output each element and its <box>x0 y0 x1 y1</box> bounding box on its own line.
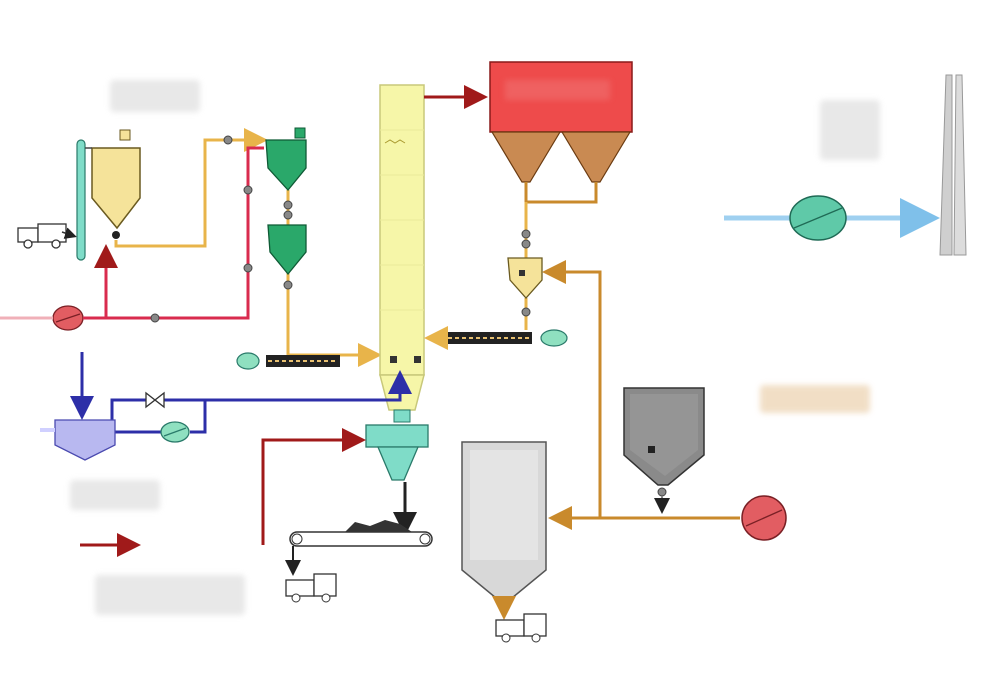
red-line-valves <box>150 185 253 323</box>
fan-icon-right <box>741 495 787 541</box>
screw-conveyor-left <box>236 352 340 370</box>
filter-return-line <box>524 182 598 204</box>
truck-icon-silo <box>495 613 547 643</box>
air-line-brown <box>542 260 740 530</box>
truck-icon <box>17 223 67 249</box>
green-hopper-top <box>265 127 307 191</box>
fan-icon-id <box>789 195 847 241</box>
water-tank <box>40 419 116 461</box>
flue-gas-inlet <box>261 428 366 545</box>
valve-dots <box>223 135 293 290</box>
stack-icon <box>939 74 967 256</box>
bucket-elevator <box>76 139 86 261</box>
bag-filter <box>489 61 633 183</box>
screw-conveyor-right <box>446 329 568 347</box>
water-line-blue <box>70 352 412 434</box>
truck-to-elevator-arrow <box>61 227 77 239</box>
pump-icon <box>160 421 190 443</box>
blurred-labels <box>70 80 880 615</box>
reactor-tower <box>379 84 425 423</box>
feed-silo <box>85 129 141 239</box>
valve-icon <box>145 391 165 409</box>
filter-valves <box>521 229 531 317</box>
recycle-hopper <box>507 257 543 299</box>
green-hopper-bottom <box>267 224 307 276</box>
fan-icon-left <box>52 305 84 331</box>
grey-hopper <box>623 387 705 497</box>
ash-silo <box>461 441 547 599</box>
belt-conveyor <box>289 520 433 547</box>
feed-line-yellow <box>114 128 382 367</box>
air-line-red <box>0 146 264 320</box>
cyclone-separator <box>365 424 429 481</box>
truck-icon-bottom <box>285 573 337 603</box>
